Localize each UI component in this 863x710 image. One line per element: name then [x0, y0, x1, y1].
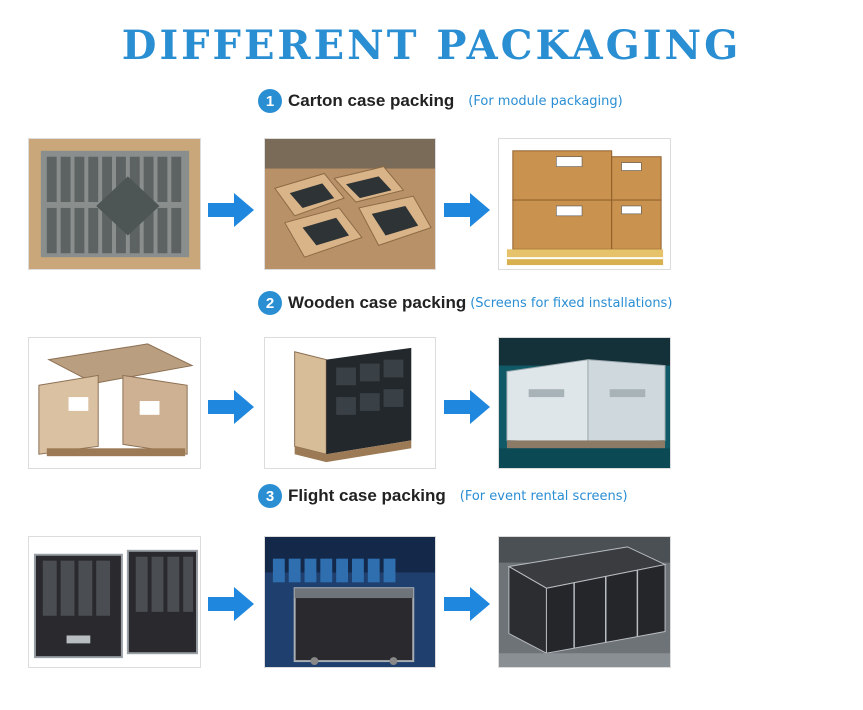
section-label: Wooden case packing	[288, 293, 467, 312]
photo-carton-open-boxes	[264, 138, 436, 270]
section-note: (Screens for fixed installations)	[470, 295, 673, 311]
section-note: (For module packaging)	[468, 93, 623, 109]
photo-wooden-case-exploded	[28, 337, 201, 469]
section-number-badge: 3	[258, 484, 282, 508]
photo-carton-pallet	[498, 138, 671, 270]
section-heading-flight: 3 Flight case packing (For event rental …	[258, 483, 628, 509]
section-note: (For event rental screens)	[459, 488, 628, 504]
arrow-right-icon	[208, 587, 254, 621]
photo-flight-cases-row	[498, 536, 671, 668]
photo-wooden-case-with-screen	[264, 337, 436, 469]
section-heading-carton: 1 Carton case packing (For module packag…	[258, 88, 623, 114]
photo-flight-cases-open	[28, 536, 201, 668]
arrow-right-icon	[208, 193, 254, 227]
section-heading-wooden: 2 Wooden case packing (Screens for fixed…	[258, 290, 672, 316]
photo-flight-cases-with-screens	[264, 536, 436, 668]
arrow-right-icon	[444, 587, 490, 621]
section-label: Flight case packing	[288, 486, 446, 505]
arrow-right-icon	[444, 390, 490, 424]
arrow-right-icon	[444, 193, 490, 227]
section-number-badge: 2	[258, 291, 282, 315]
section-number-badge: 1	[258, 89, 282, 113]
photo-carton-modules-in-box	[28, 138, 201, 270]
arrow-right-icon	[208, 390, 254, 424]
section-label: Carton case packing	[288, 91, 455, 110]
page-title: DIFFERENT PACKAGING	[121, 22, 742, 69]
photo-wooden-cases-warehouse	[498, 337, 671, 469]
